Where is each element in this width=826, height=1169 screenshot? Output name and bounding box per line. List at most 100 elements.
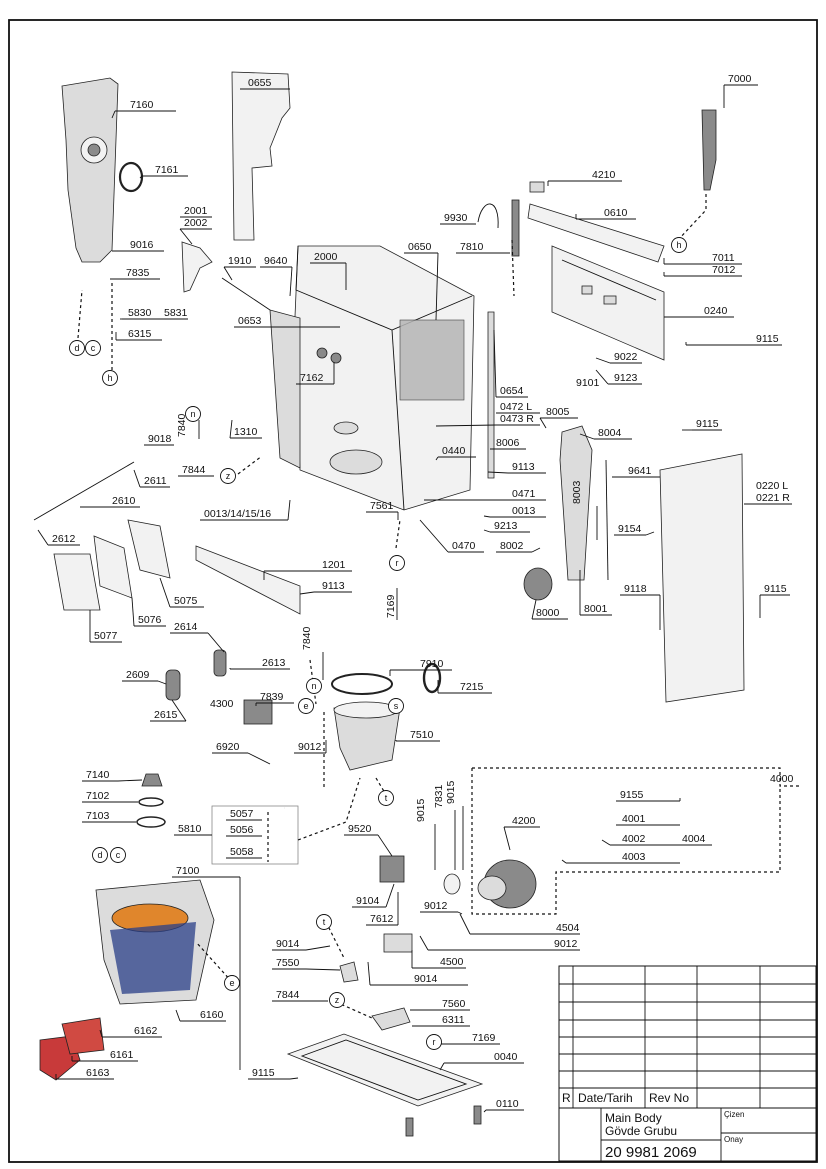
- callout-7550: 7550: [272, 957, 341, 971]
- callout-leader: [531, 547, 541, 553]
- marker-ring: [220, 468, 236, 484]
- callout-9155: 9155: [616, 789, 681, 802]
- callout-9016: 9016: [112, 239, 164, 252]
- callout-leader: [111, 110, 116, 119]
- callout-label: 8003: [571, 480, 583, 504]
- callout-7844: 7844: [178, 464, 214, 477]
- callout-label: 6315: [128, 328, 152, 340]
- callout-leader: [99, 1029, 103, 1038]
- callout-label: 9018: [148, 433, 172, 445]
- callout-0110: 0110: [483, 1098, 524, 1113]
- marker-ring: [388, 698, 404, 714]
- callout-0040: 0040: [439, 1051, 524, 1071]
- callout-2610: 2610: [80, 495, 140, 508]
- callout-leader: [223, 266, 233, 281]
- callout-7140: 7140: [82, 769, 143, 782]
- callout-2002: 2002: [179, 217, 212, 245]
- callout-7831: 7831: [433, 784, 456, 870]
- circle-marker-h: h: [671, 237, 687, 253]
- callout-leader: [207, 632, 225, 653]
- callout-7810: 7810: [456, 241, 510, 254]
- callout-leader: [503, 826, 511, 851]
- callout-7215: 7215: [437, 680, 492, 694]
- marker-ring: [316, 914, 332, 930]
- marker-letter: s: [394, 701, 399, 711]
- callout-0473-r: 0473 R: [435, 413, 540, 427]
- callout-label: 9101: [576, 377, 600, 389]
- callout-4003: 4003: [561, 851, 680, 864]
- callout-7840: 7840: [176, 413, 200, 439]
- callout-label: 4500: [440, 956, 464, 968]
- callout-leader: [229, 419, 233, 439]
- callout-2614: 2614: [170, 621, 225, 653]
- part-hose-fitting: [701, 109, 717, 191]
- circle-marker-e: e: [224, 975, 240, 991]
- revision-marker: R: [562, 1091, 571, 1105]
- callout-label: 9014: [414, 973, 438, 985]
- callout-0471: 0471: [424, 488, 546, 501]
- callout-7839: 7839: [255, 691, 294, 706]
- circle-marker-n: n: [306, 678, 322, 694]
- callout-label: 6163: [86, 1067, 110, 1079]
- callout-7000: 7000: [723, 73, 758, 108]
- callout-leader: [179, 228, 193, 245]
- callout-leader: [299, 591, 315, 595]
- callout-label: 7560: [442, 998, 466, 1010]
- callout-leader: [289, 1077, 299, 1080]
- callout-label: 6311: [442, 1014, 465, 1026]
- callout-leader: [385, 883, 395, 908]
- callout-label: 0610: [604, 207, 628, 219]
- callout-9101: 9101: [576, 377, 600, 389]
- callout-leader: [483, 1109, 487, 1113]
- callout-0650: 0650: [404, 241, 439, 321]
- part-panel-5076: [93, 535, 133, 599]
- callout-5058: 5058: [226, 846, 262, 859]
- callout-label: 9015: [445, 780, 457, 804]
- callout-label: 9640: [264, 255, 288, 267]
- callout-5077: 5077: [89, 610, 122, 643]
- callout-label: 9012: [424, 900, 448, 912]
- callout-label: 9012: [554, 938, 578, 950]
- callout-label: 2612: [52, 533, 76, 545]
- callout-0013-14-15-16: 0013/14/15/16: [200, 499, 291, 521]
- callout-leader: [645, 531, 655, 536]
- marker-letter: c: [116, 850, 121, 860]
- callout-label: 8002: [500, 540, 524, 552]
- callout-9113: 9113: [299, 580, 352, 595]
- callout-7102: 7102: [82, 790, 138, 803]
- marker-letter: z: [335, 995, 340, 1005]
- callout-label: 5810: [178, 823, 202, 835]
- drawing-title-en: Main Body: [605, 1111, 662, 1125]
- callout-5810: 5810: [174, 823, 212, 836]
- callout-leader: [367, 961, 371, 986]
- callout-9012: 9012: [419, 935, 580, 951]
- callout-8003: 8003: [571, 480, 598, 540]
- callout-label: 4002: [622, 833, 646, 845]
- callout-7910: 7910: [389, 658, 452, 676]
- callout-7169: 7169: [440, 1032, 500, 1045]
- callout-7160: 7160: [111, 99, 176, 119]
- callout-leader: [419, 519, 449, 553]
- callout-2611: 2611: [133, 469, 170, 488]
- circle-marker-t: t: [378, 790, 394, 806]
- callout-label: 4504: [556, 922, 580, 934]
- callout-7840: 7840: [301, 626, 324, 680]
- callout-6315: 6315: [115, 328, 162, 341]
- callout-7169: 7169: [385, 588, 398, 620]
- callout-leader: [601, 839, 611, 846]
- marker-letter: n: [190, 409, 195, 419]
- callout-0654: 0654: [493, 329, 528, 398]
- callout-label: 2615: [154, 709, 178, 721]
- callout-2001: 2001: [180, 205, 212, 218]
- callout-label: 4000: [770, 773, 794, 785]
- callout-label: 7161: [155, 164, 179, 176]
- callout-7100: 7100: [172, 865, 241, 1070]
- callout-label: 0470: [452, 540, 476, 552]
- callout-label: 2611: [144, 475, 167, 487]
- callout-0440: 0440: [435, 445, 476, 461]
- callout-label: 5076: [138, 614, 162, 626]
- callout-8001: 8001: [579, 570, 612, 616]
- marker-ring: [306, 678, 322, 694]
- part-door-panel: [659, 453, 745, 703]
